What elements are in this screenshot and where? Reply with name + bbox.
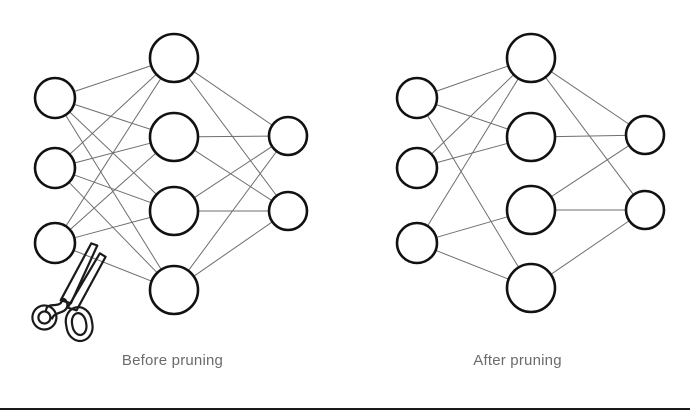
edge-H2-O1 <box>197 135 270 138</box>
node-group <box>395 32 666 314</box>
edge-I1-H1 <box>435 65 509 92</box>
panel-after-pruning: After pruning <box>345 0 690 408</box>
edge-H3-O1 <box>193 146 273 199</box>
edge-H1-O1 <box>193 71 273 126</box>
node-hidden-H4 <box>148 264 200 316</box>
node-input-I3 <box>395 221 439 265</box>
edge-group <box>426 65 635 280</box>
edge-I3-H3 <box>436 216 509 238</box>
network-graph-before <box>31 32 309 343</box>
edge-H3-O1 <box>550 145 630 198</box>
node-hidden-H1 <box>148 32 200 84</box>
caption-before-pruning: Before pruning <box>121 352 224 369</box>
edge-I2-H1 <box>431 74 515 155</box>
edge-I1-H4 <box>65 114 162 270</box>
node-hidden-H3 <box>148 185 200 237</box>
node-group <box>33 32 309 316</box>
node-input-I2 <box>33 146 77 190</box>
edge-I3-H1 <box>65 77 162 227</box>
scissors-icon <box>31 242 107 343</box>
edge-I1-H1 <box>73 65 152 93</box>
node-output-O1 <box>267 115 309 157</box>
node-output-O2 <box>624 189 666 231</box>
node-output-O1 <box>624 114 666 156</box>
edge-I2-H1 <box>69 73 157 155</box>
edge-I3-H4 <box>73 249 152 282</box>
edge-I1-H4 <box>426 114 520 268</box>
node-output-O2 <box>267 190 309 232</box>
node-hidden-H3 <box>505 184 557 236</box>
node-hidden-H4 <box>505 262 557 314</box>
edge-H4-O2 <box>550 220 630 275</box>
edge-I2-H3 <box>73 174 152 204</box>
panel-before-pruning: Before pruning <box>31 32 309 369</box>
network-graph-after <box>395 32 666 314</box>
node-hidden-H1 <box>505 32 557 84</box>
edge-I1-H2 <box>73 103 152 131</box>
node-hidden-H2 <box>148 111 200 163</box>
edge-H2-O2 <box>193 149 273 202</box>
node-hidden-H2 <box>505 111 557 163</box>
edge-I3-H4 <box>435 249 509 280</box>
node-input-I2 <box>395 146 439 190</box>
edge-H4-O1 <box>187 150 278 272</box>
edge-H2-O1 <box>554 134 627 138</box>
edge-I1-H2 <box>435 103 509 130</box>
node-input-I1 <box>395 76 439 120</box>
edge-I3-H1 <box>427 78 519 227</box>
edge-H1-O1 <box>550 71 630 125</box>
node-input-I3 <box>33 221 77 265</box>
node-input-I1 <box>33 76 77 120</box>
edge-I3-H2 <box>69 152 157 231</box>
edge-group <box>65 65 278 282</box>
edge-H4-O2 <box>193 221 273 277</box>
caption-after-pruning: After pruning <box>473 352 562 369</box>
edge-I3-H3 <box>74 216 151 239</box>
